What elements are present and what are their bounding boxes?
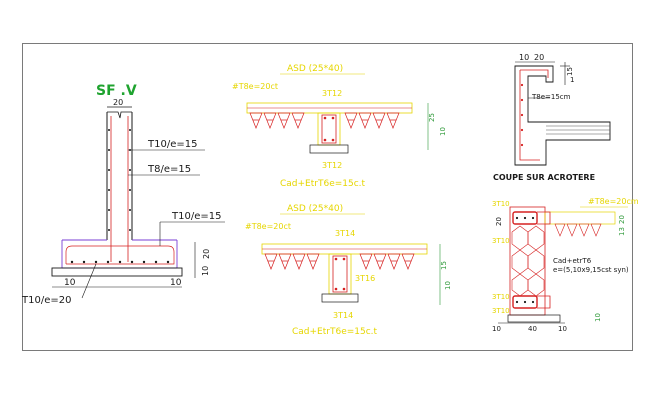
- acrotere-dim-a: 10: [519, 53, 529, 62]
- column-note-line1: Cad+etrT6: [553, 257, 592, 265]
- footing-dim-right-b: 20: [202, 249, 211, 259]
- beam2-section: ASD (25*40) #T8e=20ct 3T14 3T16 3T14 Cad…: [245, 204, 452, 337]
- beam1-stirrup-label: #T8e=20ct: [232, 82, 278, 91]
- footing-dim-top: 20: [113, 98, 123, 107]
- footing-title: SF .V: [96, 83, 137, 99]
- footing-stem-outline: [106, 112, 133, 240]
- beam1-bottom-bars: 3T12: [322, 161, 342, 170]
- footing-dim-right-a: 10: [201, 266, 210, 276]
- footing-section: SF .V 20 T10/e=15 T8/e=15: [21, 83, 225, 306]
- column-dim-bottom-right: 10: [594, 313, 602, 322]
- beam2-dim-v2: 10: [444, 281, 452, 290]
- acrotere-caption: COUPE SUR ACROTERE: [493, 173, 595, 182]
- lean-concrete: [51, 267, 183, 277]
- column-label-bottom-b: 3T10: [492, 307, 510, 315]
- footing-base-outline: [61, 239, 178, 269]
- column-stirrup-label: #T8e=20cm: [588, 197, 639, 206]
- column-dim-right: 20: [618, 215, 626, 224]
- beam2-side-bars: 3T16: [355, 274, 375, 283]
- footing-dim-left: 10: [64, 278, 76, 288]
- beam1-blocks-right: [344, 112, 400, 129]
- column-dim-bottom-c: 10: [558, 325, 567, 333]
- beam2-blocks-left: [264, 253, 320, 270]
- acrotere-dim-d: 1: [570, 76, 574, 84]
- beam2-caption: Cad+EtrT6e=15c.t: [292, 327, 378, 337]
- beam1-dim-v2: 10: [439, 127, 447, 136]
- footing-label-bar2: T8/e=15: [147, 164, 191, 175]
- beam1-caption: Cad+EtrT6e=15c.t: [280, 179, 366, 189]
- beam2-bottom-bars: 3T14: [333, 311, 353, 320]
- acrotere-dim-c: 15: [566, 67, 574, 76]
- acrotere-outline: [514, 65, 611, 166]
- column-dim-right-b: 13: [618, 227, 626, 236]
- footing-label-bottom: T10/e=20: [21, 295, 71, 306]
- beam2-stirrup-label: #T8e=20ct: [245, 222, 291, 231]
- column-dim-top-left: 20: [495, 217, 503, 226]
- column-dim-bottom-b: 40: [528, 325, 537, 333]
- footing-dim-right: 10: [170, 278, 182, 288]
- column-label-top: 3T10: [492, 200, 510, 208]
- beam2-top-bars: 3T14: [335, 229, 355, 238]
- footing-label-bar1: T10/e=15: [147, 139, 197, 150]
- drawing-frame: [22, 43, 633, 351]
- beam2-dim-v1: 15: [440, 261, 448, 270]
- beam1-blocks-left: [249, 112, 305, 129]
- stem-bar-dots: [108, 129, 131, 231]
- footing-label-bar3: T10/e=15: [171, 211, 221, 222]
- acrotere-section: 10 20 15 1 T8e=15cm COUPE SUR ACROTERE: [493, 53, 611, 182]
- column-note-line2: e=(5,10x9,15cst syn): [553, 266, 629, 274]
- acrotere-bar-label: T8e=15cm: [531, 93, 571, 101]
- beam1-title: ASD (25*40): [287, 64, 343, 74]
- beam1-section: ASD (25*40) #T8e=20ct 3T12 3T12 Cad+EtrT…: [232, 64, 447, 189]
- beam2-title: ASD (25*40): [287, 204, 343, 214]
- beam1-top-bars: 3T12: [322, 89, 342, 98]
- acrotere-dim-b: 20: [534, 53, 544, 62]
- column-label-bottom-a: 3T10: [492, 293, 510, 301]
- column-section: #T8e=20cm 3T10 3T10 3T10 3T10: [492, 197, 639, 333]
- beam1-dim-v1: 25: [428, 113, 436, 122]
- column-label-mid: 3T10: [492, 237, 510, 245]
- beam2-blocks-right: [359, 253, 415, 270]
- column-dim-bottom-a: 10: [492, 325, 501, 333]
